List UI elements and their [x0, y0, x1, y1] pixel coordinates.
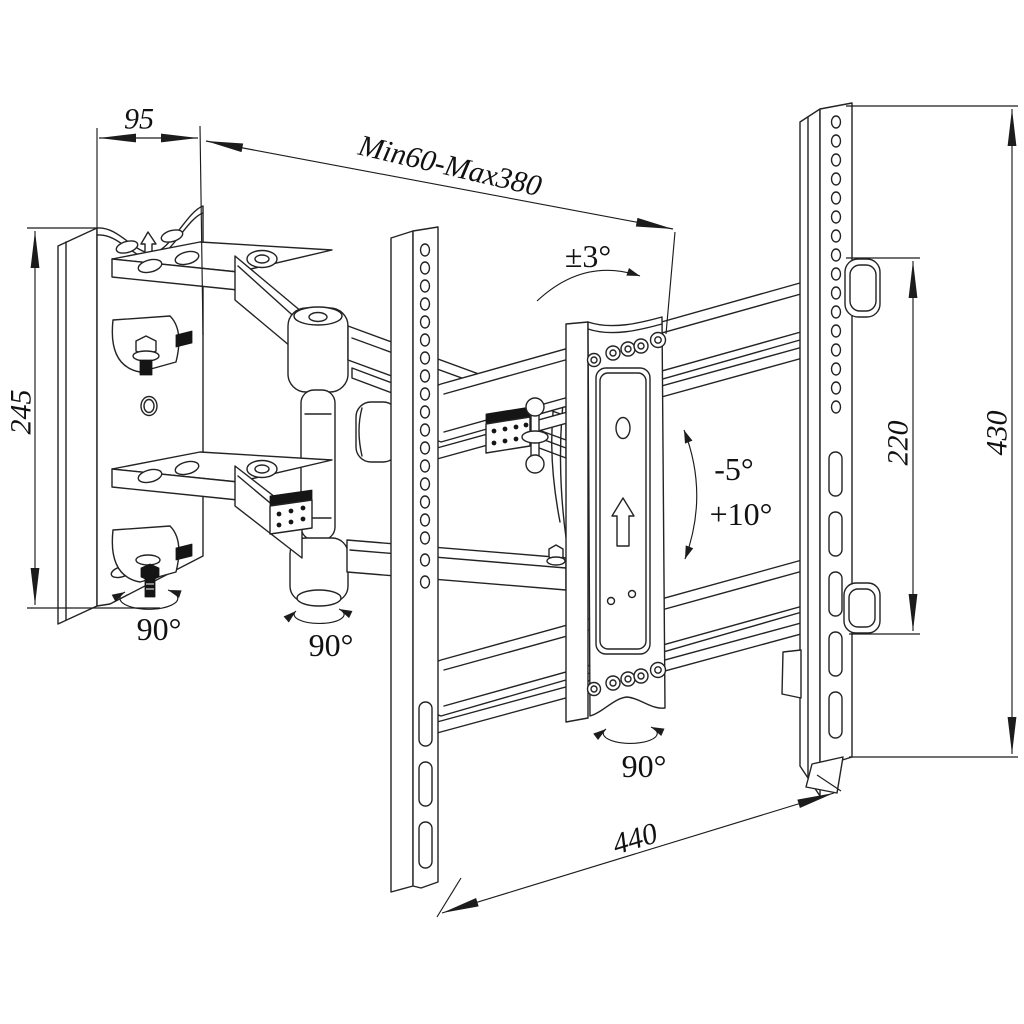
strap-lock-blocks — [269, 397, 549, 535]
right-rail-holes — [828, 115, 843, 739]
angle-swivel-wall: 90° — [137, 611, 182, 647]
rotation-indicators: ±3° -5° +10° 90° 90° 90° — [111, 238, 773, 784]
tilt-arc — [683, 429, 698, 560]
swivel-arc-wall — [111, 589, 182, 610]
angle-swivel-elbow: 90° — [309, 627, 354, 663]
angle-swivel-head: 90° — [622, 748, 667, 784]
swivel-arc-elbow — [283, 608, 353, 625]
dim-245: 245 — [5, 390, 38, 435]
dim-95: 95 — [124, 103, 154, 136]
wall-plate — [57, 205, 204, 625]
swivel-arc-head — [593, 726, 665, 744]
dim-440: 440 — [609, 817, 662, 862]
left-rail-holes — [418, 243, 433, 869]
plate-screws — [586, 331, 667, 697]
angle-tilt-up: -5° — [714, 451, 753, 487]
dim-line-440 — [441, 792, 835, 914]
angle-plus-minus-3: ±3° — [565, 238, 611, 274]
angle-tilt-down: +10° — [710, 496, 773, 532]
left-tv-rail — [390, 226, 439, 893]
rail-standoff-top — [844, 258, 881, 318]
up-arrow-icon — [611, 497, 635, 547]
dim-extension-range: Min60-Max380 — [354, 129, 544, 203]
dim-430: 430 — [981, 411, 1014, 456]
dim-line-extension — [205, 140, 674, 230]
dim-220: 220 — [882, 421, 915, 466]
rail-standoff-bottom — [843, 582, 881, 634]
tv-adapter-plate — [565, 316, 667, 723]
right-tv-rail — [781, 102, 881, 797]
swivel-arc-fine — [536, 268, 641, 302]
locking-thumbscrew — [521, 397, 549, 474]
